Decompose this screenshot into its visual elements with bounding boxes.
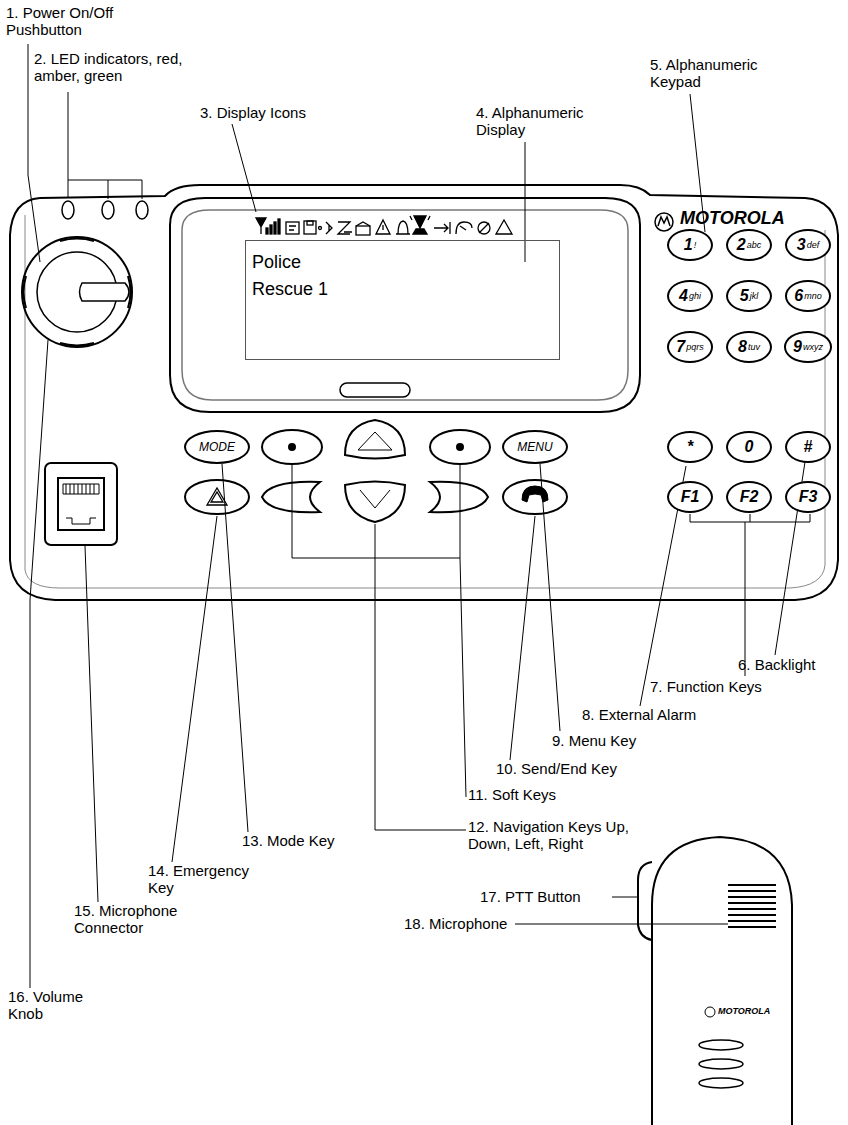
key-label: abc [747,240,762,250]
key-label: tuv [748,342,760,352]
keypad-key: F1 [667,481,713,513]
leader-lines [28,44,810,988]
emergency-key [185,480,249,514]
keypad-key: F3 [785,481,831,513]
keypad-key: 8tuv [726,331,772,363]
key-label: 7 [676,338,685,356]
callout-label: 16. Volume Knob [8,988,108,1023]
keypad-key: 3def [785,229,831,261]
display-text: Rescue 1 [252,276,553,303]
keypad-key: 7pqrs [667,331,713,363]
callout-label: 8. External Alarm [582,706,782,723]
keypad-key: 6mno [785,280,831,312]
key-label: def [807,240,820,250]
callout-label: 9. Menu Key [552,732,702,749]
logo-mark [658,217,670,226]
housing-inner-edge [25,215,825,588]
brand-logo: MOTOROLA [680,208,830,229]
key-label: # [804,438,813,456]
keypad-key: F2 [726,481,772,513]
display-bezel [170,198,640,412]
keypad-key: # [785,431,831,463]
keypad-key: 9wxyz [784,331,833,363]
callout-label: 17. PTT Button [480,888,615,905]
microphone-connector [45,463,117,545]
callout-label: 2. LED indicators, red, amber, green [34,50,184,85]
callout-label: 13. Mode Key [242,832,392,849]
display-text: Police [252,249,553,276]
display-slot [340,383,410,397]
key-label: 1 [684,236,693,254]
key-label: 9 [793,338,802,356]
mic-slot [699,1059,743,1069]
connector-jack [58,478,104,530]
logo-mark [655,213,673,231]
key-label: F3 [799,488,818,506]
key-label: MENU [517,440,552,454]
key-label: 6 [794,287,803,305]
key-label: 3 [797,236,806,254]
keypad-key: 5jkl [726,280,772,312]
led [102,201,114,219]
key-label: * [687,438,693,456]
callout-label: 3. Display Icons [200,104,350,121]
key-label: ghi [689,291,701,301]
logo-mark [705,1007,715,1017]
keypad-key: MENU [502,430,568,464]
microphone-grille [728,880,776,932]
display-inner [182,210,628,400]
mic-slot [699,1078,743,1088]
callout-label: 12. Navigation Keys Up, Down, Left, Righ… [468,818,648,853]
keypad-key: MODE [184,430,250,464]
key-label: ! [694,240,697,250]
microphone-body [652,837,792,1125]
callout-label: 10. Send/End Key [496,760,676,777]
key-label: jkl [750,291,759,301]
knob-grips [24,239,131,346]
knob-indicator [80,283,130,301]
callout-label: 1. Power On/Off Pushbutton [6,4,141,39]
led [62,201,74,219]
callout-label: 15. Microphone Connector [74,902,198,937]
keypad-key: 4ghi [667,280,713,312]
callout-label: 7. Function Keys [650,678,840,695]
display-window: PoliceRescue 1 [245,240,560,360]
control-head-housing [10,185,838,600]
brand-logo: MOTOROLA [718,1006,798,1016]
mic-slot [699,1040,743,1050]
keypad-key: 1! [667,229,713,261]
key-label: F2 [740,488,759,506]
callout-label: 14. Emergency Key [148,862,266,897]
keypad-key: 0 [726,431,772,463]
key-label: F1 [681,488,700,506]
send-end-key [503,480,567,514]
key-label: MODE [199,440,235,454]
key-label: wxyz [803,342,823,352]
callout-label: 5. Alphanumeric Keypad [650,56,775,91]
key-label: 8 [738,338,747,356]
display-icons [256,216,512,235]
key-label: pqrs [686,342,704,352]
led [136,201,148,219]
key-label: 2 [737,236,746,254]
callout-label: 4. Alphanumeric Display [476,104,606,139]
key-label: 5 [740,287,749,305]
callout-label: 6. Backlight [738,656,843,673]
key-label: mno [804,291,822,301]
keypad-key: 2abc [726,229,772,261]
navigation-keys [262,420,488,522]
callout-label: 18. Microphone [404,915,544,932]
callout-label: 11. Soft Keys [468,786,618,803]
ptt-button [638,862,652,940]
key-label: 0 [745,438,754,456]
key-label: 4 [679,287,688,305]
keypad-key: * [667,431,713,463]
jack-pins [63,484,99,524]
